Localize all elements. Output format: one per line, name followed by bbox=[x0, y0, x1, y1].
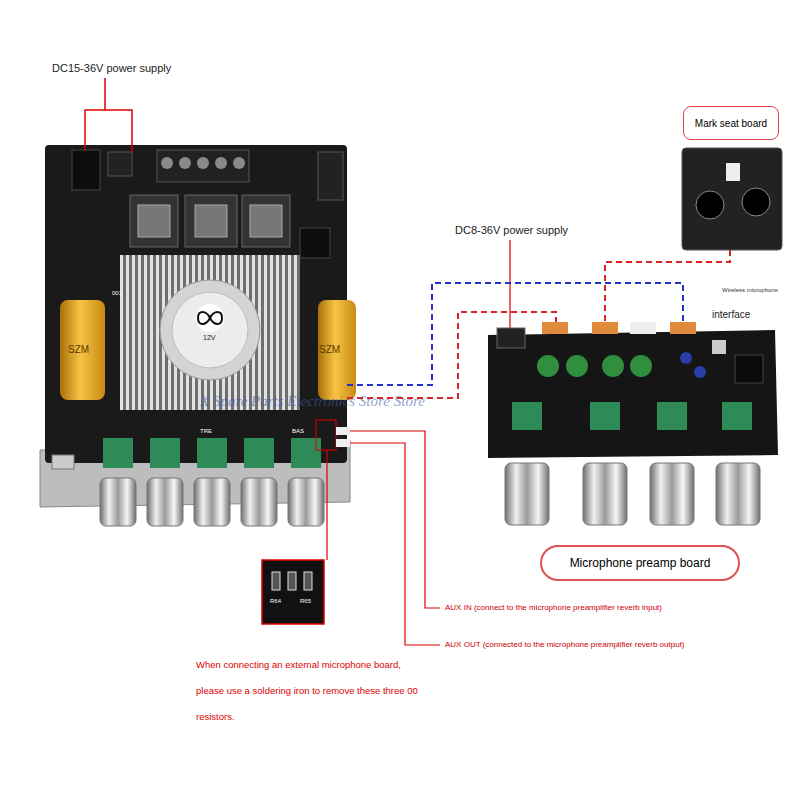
capacitor bbox=[537, 355, 559, 377]
silk-label: BAS bbox=[292, 428, 304, 435]
jack-connector bbox=[726, 163, 740, 181]
knob bbox=[716, 463, 760, 525]
ic-chip bbox=[735, 355, 763, 383]
silk-label: R65 bbox=[300, 598, 311, 605]
knob bbox=[288, 478, 324, 526]
highlight-box bbox=[316, 420, 336, 450]
power-leader bbox=[509, 240, 510, 332]
jack-socket bbox=[742, 188, 770, 216]
capacitor bbox=[602, 355, 624, 377]
knob bbox=[194, 478, 230, 526]
capacitor bbox=[60, 300, 105, 400]
aux-note: AUX IN (connect to the microphone preamp… bbox=[445, 603, 662, 613]
potentiometer bbox=[150, 438, 180, 468]
knob bbox=[583, 463, 627, 525]
inductor bbox=[130, 195, 178, 247]
heatsink bbox=[120, 255, 300, 410]
inductor-core bbox=[250, 205, 282, 237]
potentiometer bbox=[657, 402, 687, 430]
inductor bbox=[185, 195, 237, 247]
potentiometer bbox=[590, 402, 620, 430]
capacitor bbox=[566, 355, 588, 377]
screw bbox=[161, 157, 173, 169]
knob bbox=[505, 463, 549, 525]
knob bbox=[241, 478, 277, 526]
knob bbox=[100, 478, 136, 526]
fan-mark: 12V bbox=[203, 334, 215, 342]
resistor-symbol bbox=[288, 572, 296, 590]
resistor-inset bbox=[262, 560, 324, 624]
watermark: X Spare Parts Electronics Store Store bbox=[200, 392, 425, 410]
capacitor bbox=[630, 355, 652, 377]
inductor bbox=[242, 195, 290, 247]
inset-leader bbox=[326, 450, 327, 560]
knob bbox=[650, 463, 694, 525]
potentiometer bbox=[244, 438, 274, 468]
potentiometer bbox=[103, 438, 133, 468]
knob bbox=[147, 478, 183, 526]
ic-chip bbox=[300, 228, 330, 258]
speaker-terminal bbox=[157, 150, 249, 182]
capacitor-mark: SZM bbox=[319, 344, 340, 356]
aux-in-leader bbox=[350, 431, 440, 608]
fan-logo bbox=[198, 312, 222, 324]
header-connector bbox=[630, 322, 656, 334]
label-box: Microphone preamp board bbox=[540, 545, 740, 581]
jack-board bbox=[682, 148, 782, 250]
box-text: Mark seat board bbox=[695, 118, 767, 129]
capacitor bbox=[680, 352, 692, 364]
dashed-wire bbox=[605, 250, 730, 330]
aux-connector bbox=[336, 427, 350, 435]
silk-label: TRE bbox=[200, 428, 212, 435]
potentiometer bbox=[722, 402, 752, 430]
screw bbox=[215, 157, 227, 169]
potentiometer bbox=[197, 438, 227, 468]
screw bbox=[233, 157, 245, 169]
bluetooth-module bbox=[318, 152, 343, 200]
power-leader bbox=[85, 78, 132, 152]
warning-note: When connecting an external microphone b… bbox=[196, 652, 428, 730]
box-text: Microphone preamp board bbox=[570, 556, 711, 570]
potentiometer bbox=[512, 402, 542, 430]
power-label: DC15-36V power supply bbox=[52, 62, 171, 75]
preamp-pcb bbox=[488, 330, 778, 458]
silk-label: R64 bbox=[270, 598, 281, 605]
amp-pcb bbox=[45, 145, 347, 463]
resistor-symbol bbox=[304, 572, 312, 590]
power-terminal bbox=[497, 328, 525, 348]
usb-port bbox=[52, 455, 74, 469]
silk-label: 001 bbox=[112, 290, 122, 297]
header-connector bbox=[542, 322, 568, 334]
aux-out-leader bbox=[350, 443, 440, 645]
aux-connector bbox=[336, 439, 350, 447]
inductor-core bbox=[195, 205, 227, 237]
jack-socket bbox=[696, 191, 724, 219]
capacitor-mark: SZM bbox=[68, 344, 89, 356]
label-box: Mark seat board bbox=[683, 106, 779, 140]
power-connector bbox=[108, 152, 132, 176]
fan-hub bbox=[196, 304, 224, 332]
dc-jack bbox=[72, 150, 100, 190]
capacitor bbox=[694, 366, 706, 378]
power-label: DC8-36V power supply bbox=[455, 224, 568, 237]
inductor-core bbox=[138, 205, 170, 237]
fan-frame bbox=[160, 280, 260, 380]
port-label: Wireless microphone bbox=[722, 287, 778, 294]
usb-port bbox=[712, 340, 726, 354]
header-connector bbox=[670, 322, 696, 334]
screw bbox=[179, 157, 191, 169]
aux-note: AUX OUT (connected to the microphone pre… bbox=[445, 640, 685, 650]
header-connector bbox=[592, 322, 618, 334]
resistor-symbol bbox=[272, 572, 280, 590]
fan-blades bbox=[172, 292, 248, 368]
port-label: interface bbox=[712, 309, 750, 321]
screw bbox=[197, 157, 209, 169]
